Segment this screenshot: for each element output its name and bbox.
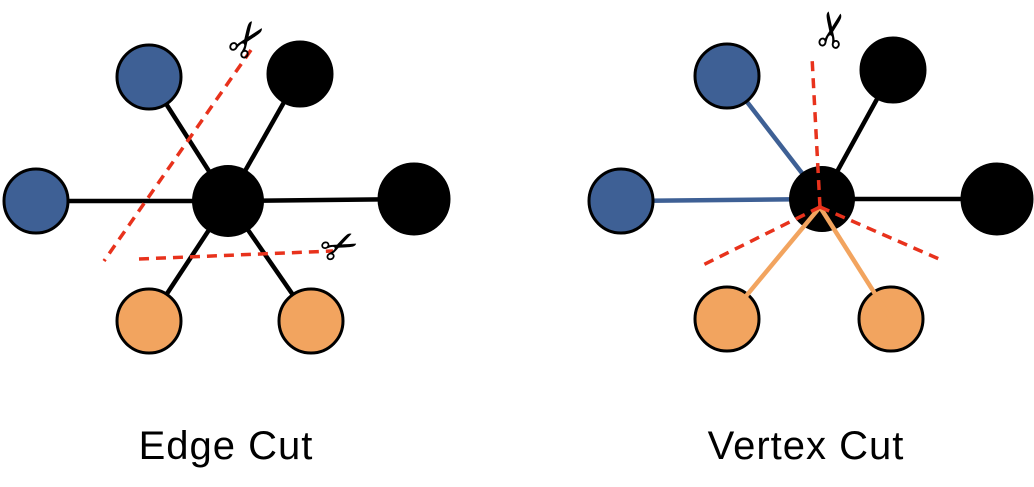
- graph-edge: [620, 196, 823, 204]
- vertex-cut-label: Vertex Cut: [707, 424, 905, 468]
- graph-node: [377, 162, 451, 236]
- scissors-icon: ✂: [802, 5, 864, 54]
- cut-line: [698, 205, 821, 269]
- edge-cut-label: Edge Cut: [138, 424, 314, 468]
- edge-cut-diagram: ✂✂: [2, 7, 451, 355]
- cut-line: [819, 205, 940, 261]
- graph-node: [2, 167, 70, 235]
- graph-node: [115, 43, 183, 111]
- cut-line: [102, 48, 253, 263]
- graph-node: [587, 167, 655, 235]
- cut-line: [810, 56, 822, 208]
- graph-node: [115, 287, 183, 355]
- graph-center-node: [192, 165, 264, 237]
- scissors-icon: ✂: [313, 216, 368, 278]
- graph-node: [859, 36, 927, 104]
- graph-node: [266, 40, 334, 108]
- graph-edge: [818, 205, 893, 321]
- vertex-cut-diagram: ✂: [587, 5, 1034, 353]
- graph-node: [960, 162, 1034, 236]
- graph-node: [693, 42, 761, 110]
- graph-node: [277, 287, 345, 355]
- cut-line: [138, 249, 334, 261]
- graph-center-node: [789, 166, 855, 232]
- graph-edge: [725, 205, 822, 321]
